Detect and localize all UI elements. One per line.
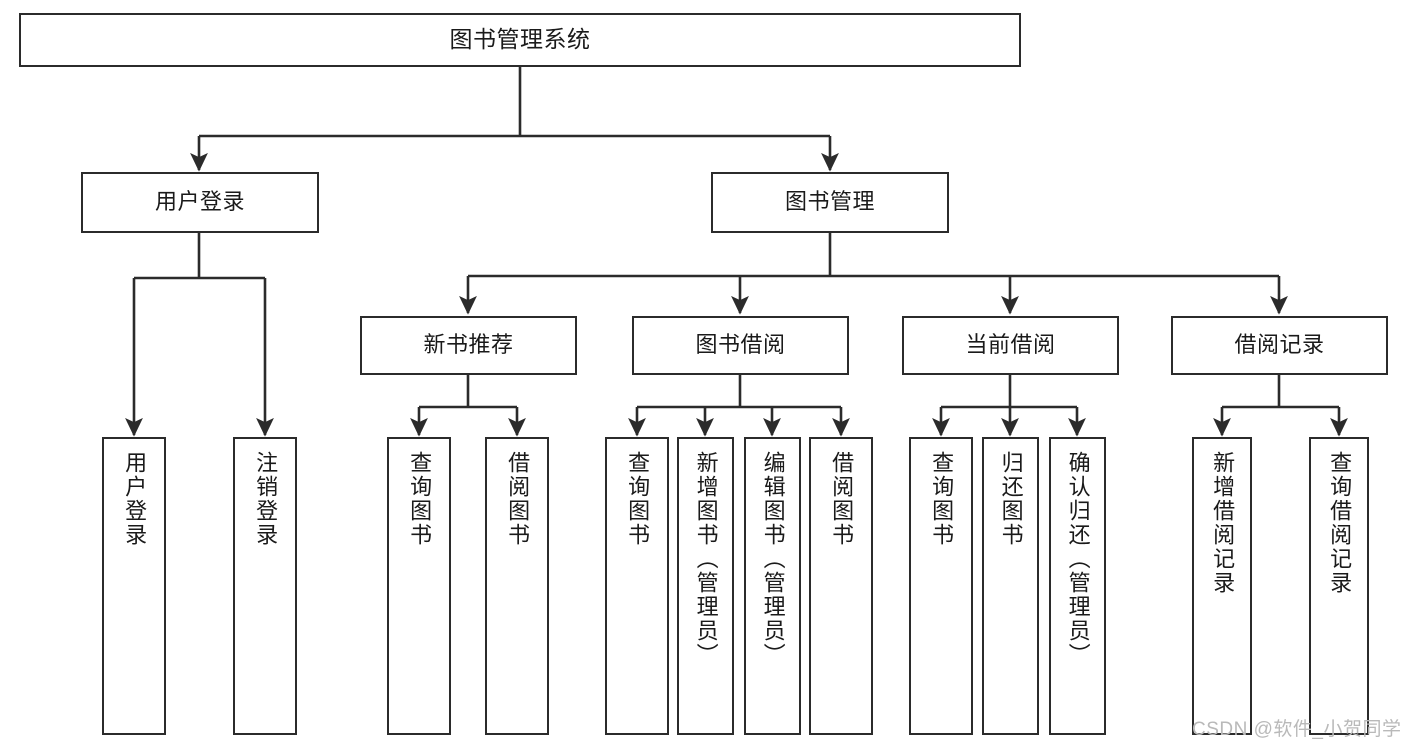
node-user-login[interactable]: 用户登录 — [81, 172, 319, 233]
node-label: 编辑图书（管理员） — [760, 451, 786, 667]
leaf-recommend-query-book[interactable]: 查询图书 — [387, 437, 451, 735]
node-label: 查询借阅记录 — [1327, 451, 1353, 595]
node-label: 借阅图书 — [829, 451, 855, 547]
leaf-user-login[interactable]: 用户登录 — [102, 437, 166, 735]
leaf-record-query-borrow-record[interactable]: 查询借阅记录 — [1309, 437, 1369, 735]
node-new-book-recommend[interactable]: 新书推荐 — [360, 316, 577, 375]
node-book-borrow[interactable]: 图书借阅 — [632, 316, 849, 375]
node-label: 借阅图书 — [505, 451, 531, 547]
node-label: 注销登录 — [253, 451, 279, 547]
leaf-record-add-borrow-record[interactable]: 新增借阅记录 — [1192, 437, 1252, 735]
node-root-system[interactable]: 图书管理系统 — [19, 13, 1021, 67]
leaf-current-return-book[interactable]: 归还图书 — [982, 437, 1039, 735]
csdn-watermark: CSDN @软件_小贺同学 — [1192, 719, 1402, 740]
node-label: 用户登录 — [154, 189, 245, 215]
node-label: 新书推荐 — [423, 332, 514, 358]
node-label: 新增借阅记录 — [1210, 451, 1236, 595]
leaf-user-logout[interactable]: 注销登录 — [233, 437, 297, 735]
node-label: 图书管理系统 — [449, 26, 591, 53]
node-label: 图书管理 — [784, 189, 875, 215]
node-label: 查询图书 — [625, 451, 651, 547]
node-current-borrow[interactable]: 当前借阅 — [902, 316, 1119, 375]
leaf-recommend-borrow-book[interactable]: 借阅图书 — [485, 437, 549, 735]
node-label: 图书借阅 — [695, 332, 786, 358]
leaf-current-confirm-return-admin[interactable]: 确认归还（管理员） — [1049, 437, 1106, 735]
node-book-management[interactable]: 图书管理 — [711, 172, 949, 233]
node-label: 用户登录 — [122, 451, 148, 547]
node-label: 新增图书（管理员） — [693, 451, 719, 667]
leaf-borrow-edit-book-admin[interactable]: 编辑图书（管理员） — [744, 437, 801, 735]
node-label: 确认归还（管理员） — [1065, 451, 1091, 667]
node-label: 借阅记录 — [1234, 332, 1325, 358]
leaf-borrow-query-book[interactable]: 查询图书 — [605, 437, 669, 735]
node-borrow-record[interactable]: 借阅记录 — [1171, 316, 1388, 375]
node-label: 查询图书 — [407, 451, 433, 547]
leaf-borrow-borrow-book[interactable]: 借阅图书 — [809, 437, 873, 735]
leaf-current-query-book[interactable]: 查询图书 — [909, 437, 973, 735]
node-label: 查询图书 — [929, 451, 955, 547]
leaf-borrow-add-book-admin[interactable]: 新增图书（管理员） — [677, 437, 734, 735]
node-label: 归还图书 — [998, 451, 1024, 547]
node-label: 当前借阅 — [965, 332, 1056, 358]
